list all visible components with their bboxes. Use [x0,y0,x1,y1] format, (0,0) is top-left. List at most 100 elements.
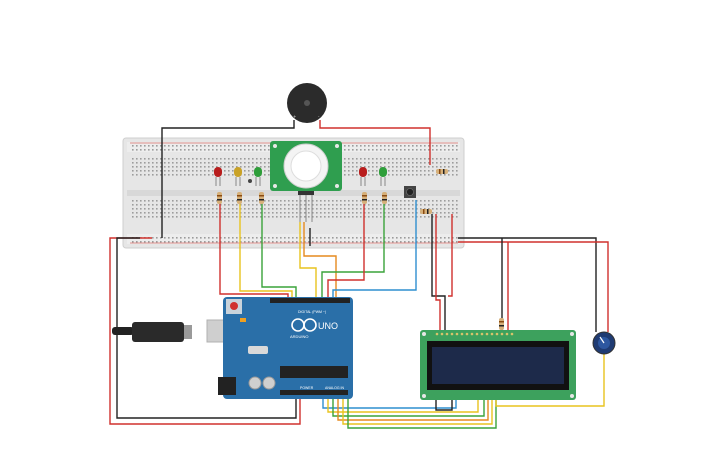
lcd-pin [470,332,474,336]
breadboard-hole [376,216,378,218]
breadboard-hole [236,158,238,160]
breadboard-hole [240,158,242,160]
breadboard-hole [356,149,358,151]
breadboard-hole [420,162,422,164]
breadboard-hole [220,237,222,239]
breadboard-hole [256,212,258,214]
breadboard-hole [156,216,158,218]
breadboard-hole [408,149,410,151]
breadboard-hole [300,208,302,210]
breadboard-hole [244,166,246,168]
breadboard-hole [448,170,450,172]
breadboard-hole [312,200,314,202]
breadboard-hole [452,237,454,239]
breadboard-hole [348,170,350,172]
breadboard-hole [140,158,142,160]
breadboard-hole [224,208,226,210]
breadboard-hole [168,145,170,147]
breadboard-hole [404,145,406,147]
breadboard-hole [192,166,194,168]
breadboard-hole [284,216,286,218]
breadboard-hole [368,149,370,151]
breadboard-hole [292,208,294,210]
breadboard-hole [172,204,174,206]
breadboard-hole [236,212,238,214]
breadboard-hole [180,212,182,214]
breadboard-hole [440,145,442,147]
breadboard-hole [368,237,370,239]
breadboard-hole [224,149,226,151]
breadboard-hole [428,208,430,210]
breadboard-hole [332,212,334,214]
breadboard-hole [312,208,314,210]
breadboard-hole [140,204,142,206]
breadboard-hole [272,212,274,214]
breadboard-hole [220,208,222,210]
breadboard-hole [168,170,170,172]
breadboard-hole [244,158,246,160]
breadboard-hole [176,212,178,214]
breadboard-hole [252,158,254,160]
capacitor [262,376,276,390]
breadboard-hole [156,212,158,214]
breadboard-hole [216,162,218,164]
breadboard-hole [444,212,446,214]
breadboard-hole [232,200,234,202]
breadboard-hole [224,200,226,202]
breadboard-hole [200,166,202,168]
breadboard-hole [132,216,134,218]
breadboard-hole [388,216,390,218]
breadboard-hole [252,241,254,243]
breadboard-hole [264,216,266,218]
breadboard-hole [416,200,418,202]
breadboard-hole [360,237,362,239]
breadboard-hole [192,145,194,147]
breadboard-hole [248,241,250,243]
breadboard-hole [244,216,246,218]
breadboard-hole [164,237,166,239]
breadboard-hole [448,162,450,164]
breadboard-hole [440,204,442,206]
leds-left [214,167,262,186]
breadboard-hole [184,204,186,206]
breadboard-hole [348,208,350,210]
breadboard-hole [264,204,266,206]
breadboard-hole [276,216,278,218]
breadboard-hole [440,208,442,210]
breadboard-hole [436,216,438,218]
breadboard-hole [244,162,246,164]
breadboard-hole [404,162,406,164]
breadboard-hole [428,200,430,202]
breadboard-hole [168,149,170,151]
breadboard-hole [160,149,162,151]
breadboard-hole [392,162,394,164]
breadboard-hole [148,212,150,214]
breadboard-hole [432,216,434,218]
breadboard-hole [424,158,426,160]
breadboard-hole [284,237,286,239]
breadboard-hole [328,241,330,243]
power-label: POWER [300,386,314,390]
breadboard-hole [260,212,262,214]
breadboard-hole [356,241,358,243]
microcontroller-chip [280,366,348,378]
breadboard-hole [348,158,350,160]
breadboard-hole [416,204,418,206]
breadboard-hole [352,162,354,164]
breadboard-hole [384,158,386,160]
breadboard-hole [280,241,282,243]
breadboard-hole [372,149,374,151]
breadboard-hole [244,200,246,202]
breadboard-hole [348,200,350,202]
breadboard-hole [448,208,450,210]
breadboard-hole [168,208,170,210]
breadboard-hole [408,204,410,206]
breadboard-hole [404,170,406,172]
breadboard-hole [388,208,390,210]
breadboard-hole [360,200,362,202]
breadboard-hole [444,145,446,147]
breadboard-hole [440,200,442,202]
breadboard-hole [316,212,318,214]
breadboard-hole [296,241,298,243]
breadboard-hole [216,145,218,147]
